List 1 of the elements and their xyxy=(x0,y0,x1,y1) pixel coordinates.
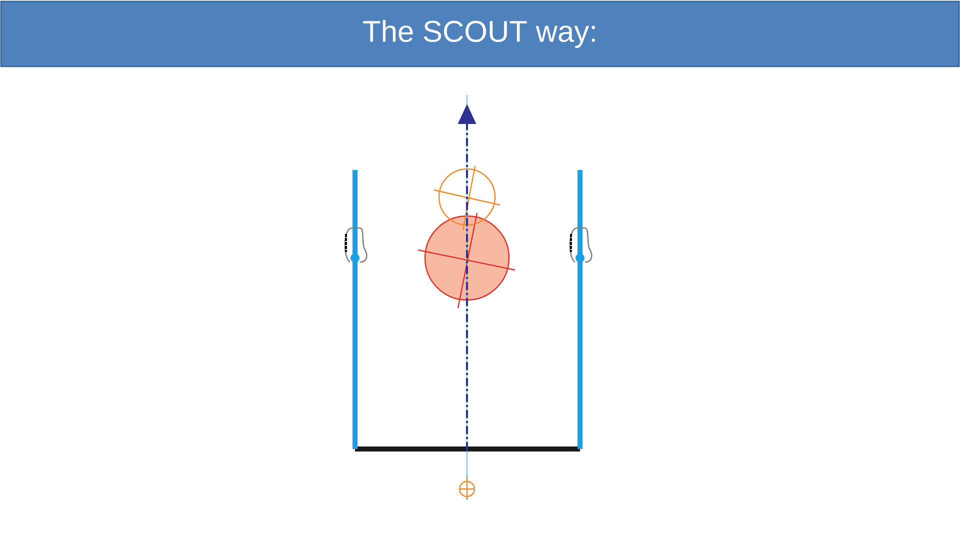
title-bar: The SCOUT way: xyxy=(0,0,960,68)
